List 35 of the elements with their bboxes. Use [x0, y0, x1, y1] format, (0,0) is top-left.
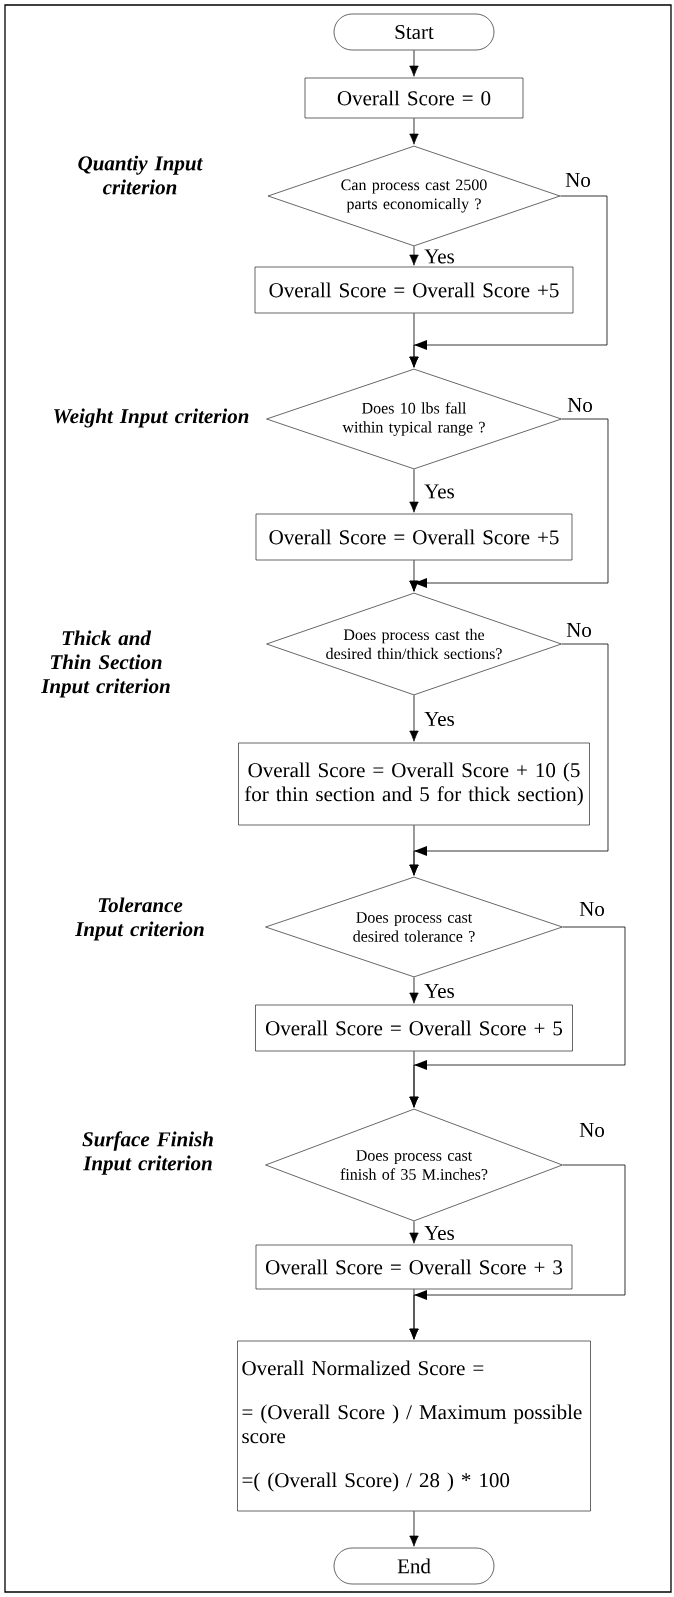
criterion-label: Quantiy Input criterion	[78, 155, 203, 195]
arrow	[409, 49, 419, 77]
arrow	[409, 1220, 419, 1244]
edge-label: Yes	[423, 711, 456, 727]
arrow	[409, 1510, 419, 1547]
arrow	[409, 1050, 419, 1108]
arrow	[409, 976, 419, 1004]
arrow	[409, 468, 419, 513]
process-box: Overall Score = Overall Score +5	[255, 513, 573, 561]
arrow	[409, 312, 419, 368]
arrow	[409, 245, 419, 266]
process-box: Overall Score = Overall Score + 5	[255, 1004, 573, 1052]
arrow	[409, 1288, 419, 1340]
edge-label: Yes	[423, 1225, 456, 1241]
edge-label: No	[566, 397, 594, 413]
criterion-label: Thick and Thin Section Input criterion	[41, 630, 170, 698]
process-box: Overall Normalized Score = = (Overall Score ) / Maximum possible score =( (Overall Score) / 28 ) * 100	[237, 1340, 591, 1512]
process-box: Overall Score = 0	[304, 77, 524, 119]
edge-label: No	[578, 1122, 606, 1138]
edge-label: Yes	[423, 248, 456, 265]
edge-label: No	[564, 172, 592, 188]
process-box: Overall Score = Overall Score +5	[254, 266, 574, 314]
arrow	[409, 117, 419, 145]
edge-label: Yes	[423, 983, 456, 999]
arrow	[409, 559, 419, 592]
arrow	[409, 694, 419, 742]
arrow	[409, 824, 419, 876]
criterion-label: Surface Finish Input criterion	[82, 1131, 213, 1175]
criterion-label: Weight Input criterion	[54, 408, 249, 428]
criterion-label: Tolerance Input criterion	[75, 897, 204, 941]
edge-label: No	[565, 622, 593, 638]
edge-label: Yes	[423, 483, 456, 500]
process-box: Overall Score = Overall Score + 10 (5 for thin section and 5 for thick section)	[238, 742, 590, 826]
process-box: Overall Score = Overall Score + 3	[255, 1244, 573, 1290]
edge-label: No	[578, 901, 606, 917]
